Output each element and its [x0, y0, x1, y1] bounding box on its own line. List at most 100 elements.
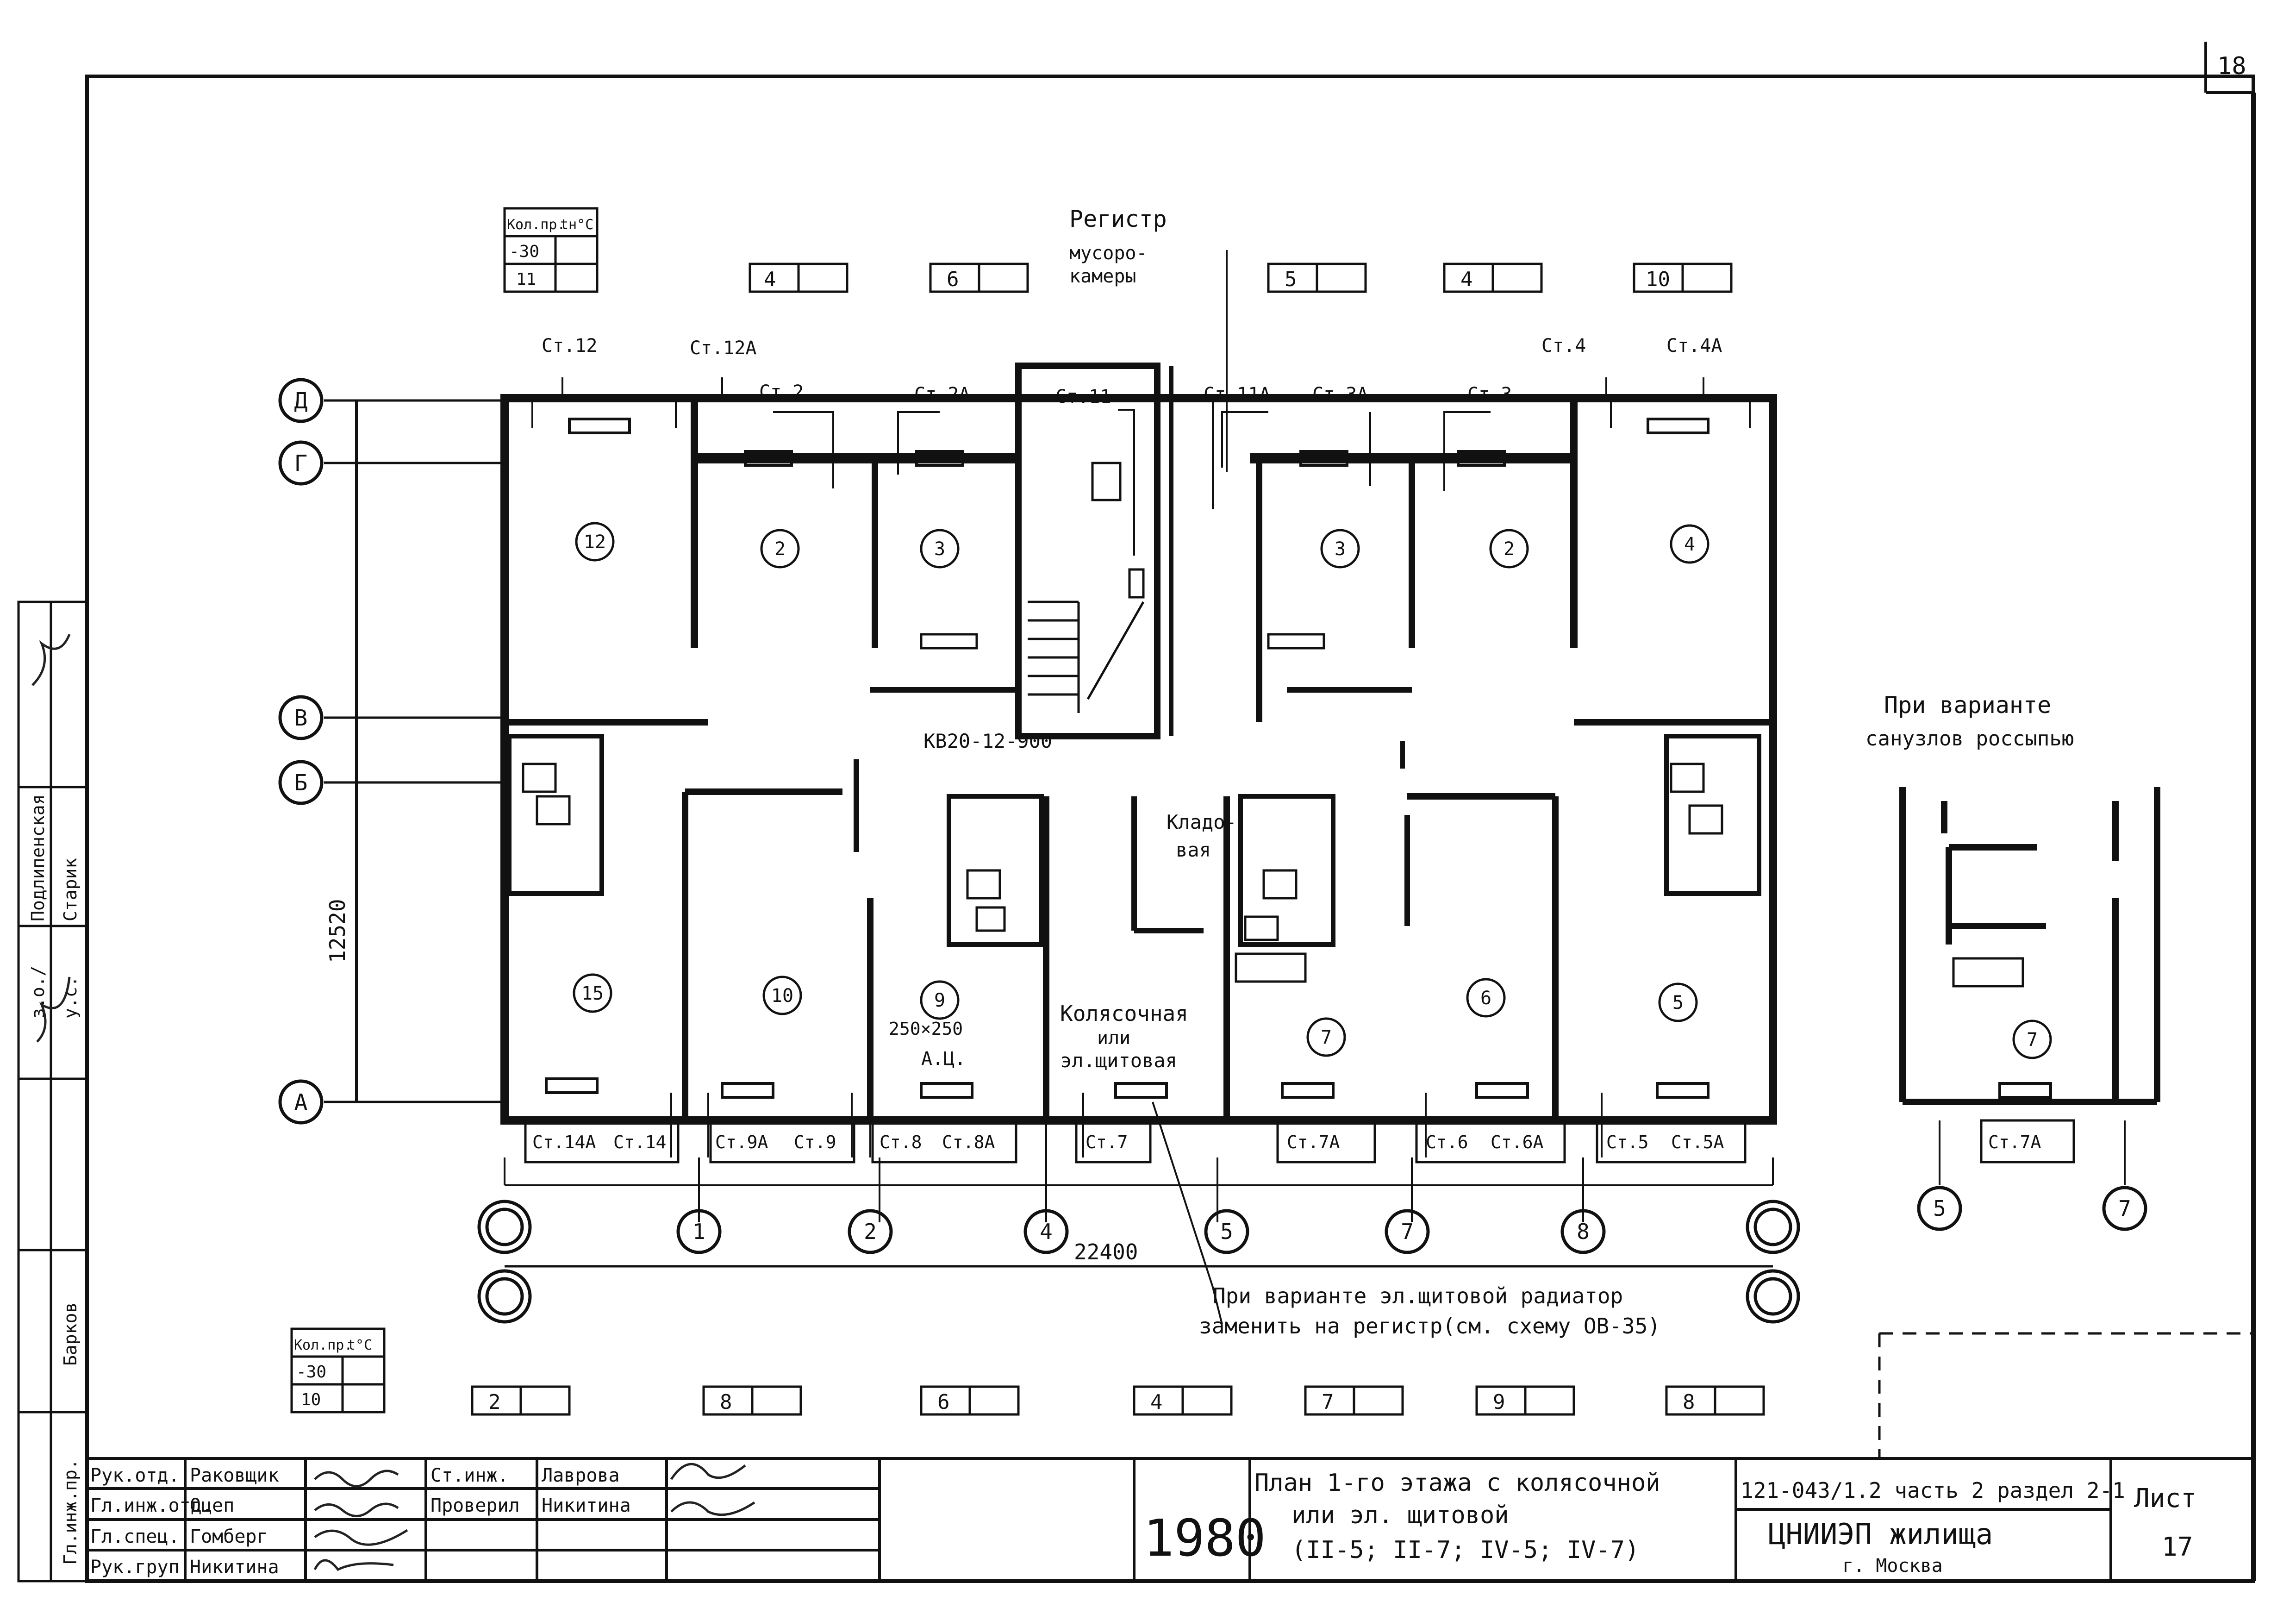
riser-label: Ст.14А: [532, 1132, 596, 1152]
temp-bottom-h1: Кол.пр.: [294, 1337, 352, 1353]
sheet-corner-number: 18: [2217, 52, 2246, 80]
axis-number: 7: [1401, 1219, 1414, 1244]
room-number: 9: [934, 990, 945, 1011]
title-block: [86, 1457, 2255, 1583]
tb-code: 121-043/1.2 часть 2 раздел 2-1: [1741, 1478, 2125, 1503]
side-stamp-text: з.о./ Подлипенская у.с. Старик Барков Гл…: [28, 794, 81, 1565]
tb-role2: Проверил: [430, 1495, 520, 1516]
room-number: 7: [1321, 1027, 1332, 1048]
stamp-r2b: Старик: [60, 858, 81, 921]
riser-label: Ст.7: [1086, 1132, 1128, 1152]
bottom-radiators: [545, 1077, 2052, 1099]
riser-label: Ст.9А: [715, 1132, 768, 1152]
riser-leaders-bottom: [504, 1093, 1774, 1325]
top-box-value: 4: [764, 268, 776, 291]
riser-label: Ст.12: [542, 335, 597, 357]
riser-label: Ст.3: [1467, 384, 1512, 405]
room-number: 2: [774, 538, 786, 560]
riser-label-boxes: [524, 1119, 2075, 1164]
top-count-values: 4 6 5 4 10: [764, 268, 1670, 291]
riser-label: Ст.7А: [1287, 1132, 1340, 1152]
signatures: [31, 634, 755, 1571]
register-label-3: камеры: [1069, 266, 1136, 287]
axis-letter: В: [294, 705, 308, 731]
tb-city: г. Москва: [1842, 1555, 1943, 1576]
stamp-r4: Гл.инж.пр.: [60, 1459, 81, 1565]
room-number: 4: [1684, 534, 1695, 555]
tb-role: Рук.отд.: [90, 1465, 180, 1486]
column-axis-numbers: 1 2 4 5 7 8 5 7: [693, 1196, 2131, 1244]
tb-name: Раковщик: [190, 1465, 279, 1486]
storage-label-2: вая: [1176, 838, 1211, 861]
temp-top-count: 11: [516, 270, 536, 289]
tb-org: ЦНИИЭП жилища: [1768, 1517, 1993, 1551]
riser-label: Ст.6: [1426, 1132, 1468, 1152]
tb-role: Гл.инж.отд.: [90, 1495, 213, 1516]
temp-bottom-count: 10: [301, 1390, 321, 1409]
room-number: 10: [771, 985, 793, 1007]
room-number: 3: [1335, 538, 1346, 560]
register-label-2: мусоро-: [1069, 243, 1148, 264]
top-box-value: 5: [1285, 268, 1297, 291]
axis-number: 5: [1933, 1196, 1946, 1221]
riser-label: Ст.11А: [1204, 384, 1271, 405]
temp-top-h2: tн°С: [560, 217, 593, 233]
tb-sheet-number: 17: [2162, 1532, 2193, 1562]
dimension-width: 22400: [1074, 1239, 1138, 1264]
top-box-value: 10: [1646, 268, 1670, 291]
tb-title-3: (II-5; II-7; IV-5; IV-7): [1292, 1536, 1639, 1564]
room-number: 3: [934, 538, 945, 560]
axis-number: 4: [1040, 1219, 1053, 1244]
register-label-1: Регистр: [1069, 206, 1167, 232]
riser-labels-bottom: Ст.14А Ст.14 Ст.9А Ст.9 Ст.8 Ст.8А Ст.7 …: [532, 1132, 2041, 1152]
room-number: 5: [1672, 992, 1684, 1013]
bottom-box-value: 7: [1322, 1390, 1334, 1414]
temp-top-h1: Кол.пр.: [507, 217, 565, 233]
row-axis-letters: Д Г В Б А: [294, 388, 308, 1115]
temp-bottom-temp: -30: [296, 1363, 326, 1382]
riser-label: Ст.5А: [1671, 1132, 1724, 1152]
top-box-value: 4: [1460, 268, 1473, 291]
stroller-label-2: или: [1097, 1027, 1130, 1049]
bathroom-blocks: [507, 734, 1761, 947]
tb-role: Гл.спец.: [90, 1526, 180, 1547]
variant-title-1: При варианте: [1884, 692, 2051, 719]
riser-label: Ст.2: [759, 382, 804, 403]
room-bubbles: [573, 522, 2052, 1059]
riser-label: Ст.12А: [690, 338, 757, 359]
plumbing-fixtures: [522, 633, 2024, 988]
tb-year: 1980: [1143, 1508, 1266, 1568]
stair-block: [1015, 363, 1160, 739]
tb-sheet-label: Лист: [2134, 1483, 2196, 1514]
note-line-1: При варианте эл.щитовой радиатор: [1213, 1283, 1623, 1308]
top-radiators: [568, 418, 1710, 467]
grid-axis-rows: [324, 399, 505, 1103]
stamp-area: [1878, 1332, 2253, 1458]
tb-name2: Лаврова: [542, 1465, 620, 1486]
column-axis-bubbles: [477, 1186, 2147, 1324]
dimension-height: 12520: [325, 899, 350, 963]
bottom-box-value: 8: [720, 1390, 732, 1414]
riser-label: Ст.9: [794, 1132, 836, 1152]
room-number: 15: [581, 983, 604, 1004]
axis-letter: Г: [294, 450, 308, 476]
riser-label: Ст.14: [613, 1132, 666, 1152]
stamp-r2: у.с.: [60, 976, 81, 1019]
storage-label-1: Кладо-: [1167, 811, 1237, 833]
axis-number: 7: [2118, 1196, 2131, 1221]
room-number: 2: [1504, 538, 1515, 560]
riser-label: Ст.11: [1055, 386, 1111, 407]
stamp-r1b: Подлипенская: [28, 794, 48, 921]
riser-label: Ст.2А: [914, 384, 970, 405]
riser-label: Ст.6А: [1491, 1132, 1544, 1152]
axis-letter: Д: [294, 388, 308, 414]
title-block-text: Рук.отд. Гл.инж.отд. Гл.спец. Рук.груп. …: [90, 1465, 2196, 1578]
bottom-box-value: 9: [1493, 1390, 1505, 1414]
bottom-box-value: 4: [1150, 1390, 1163, 1414]
stroller-label-3: эл.щитовая: [1060, 1049, 1177, 1072]
riser-label: Ст.3А: [1312, 384, 1368, 405]
riser-label: Ст.8А: [942, 1132, 995, 1152]
riser-label: Ст.8: [880, 1132, 922, 1152]
radiator-count-boxes: [471, 263, 1765, 1416]
